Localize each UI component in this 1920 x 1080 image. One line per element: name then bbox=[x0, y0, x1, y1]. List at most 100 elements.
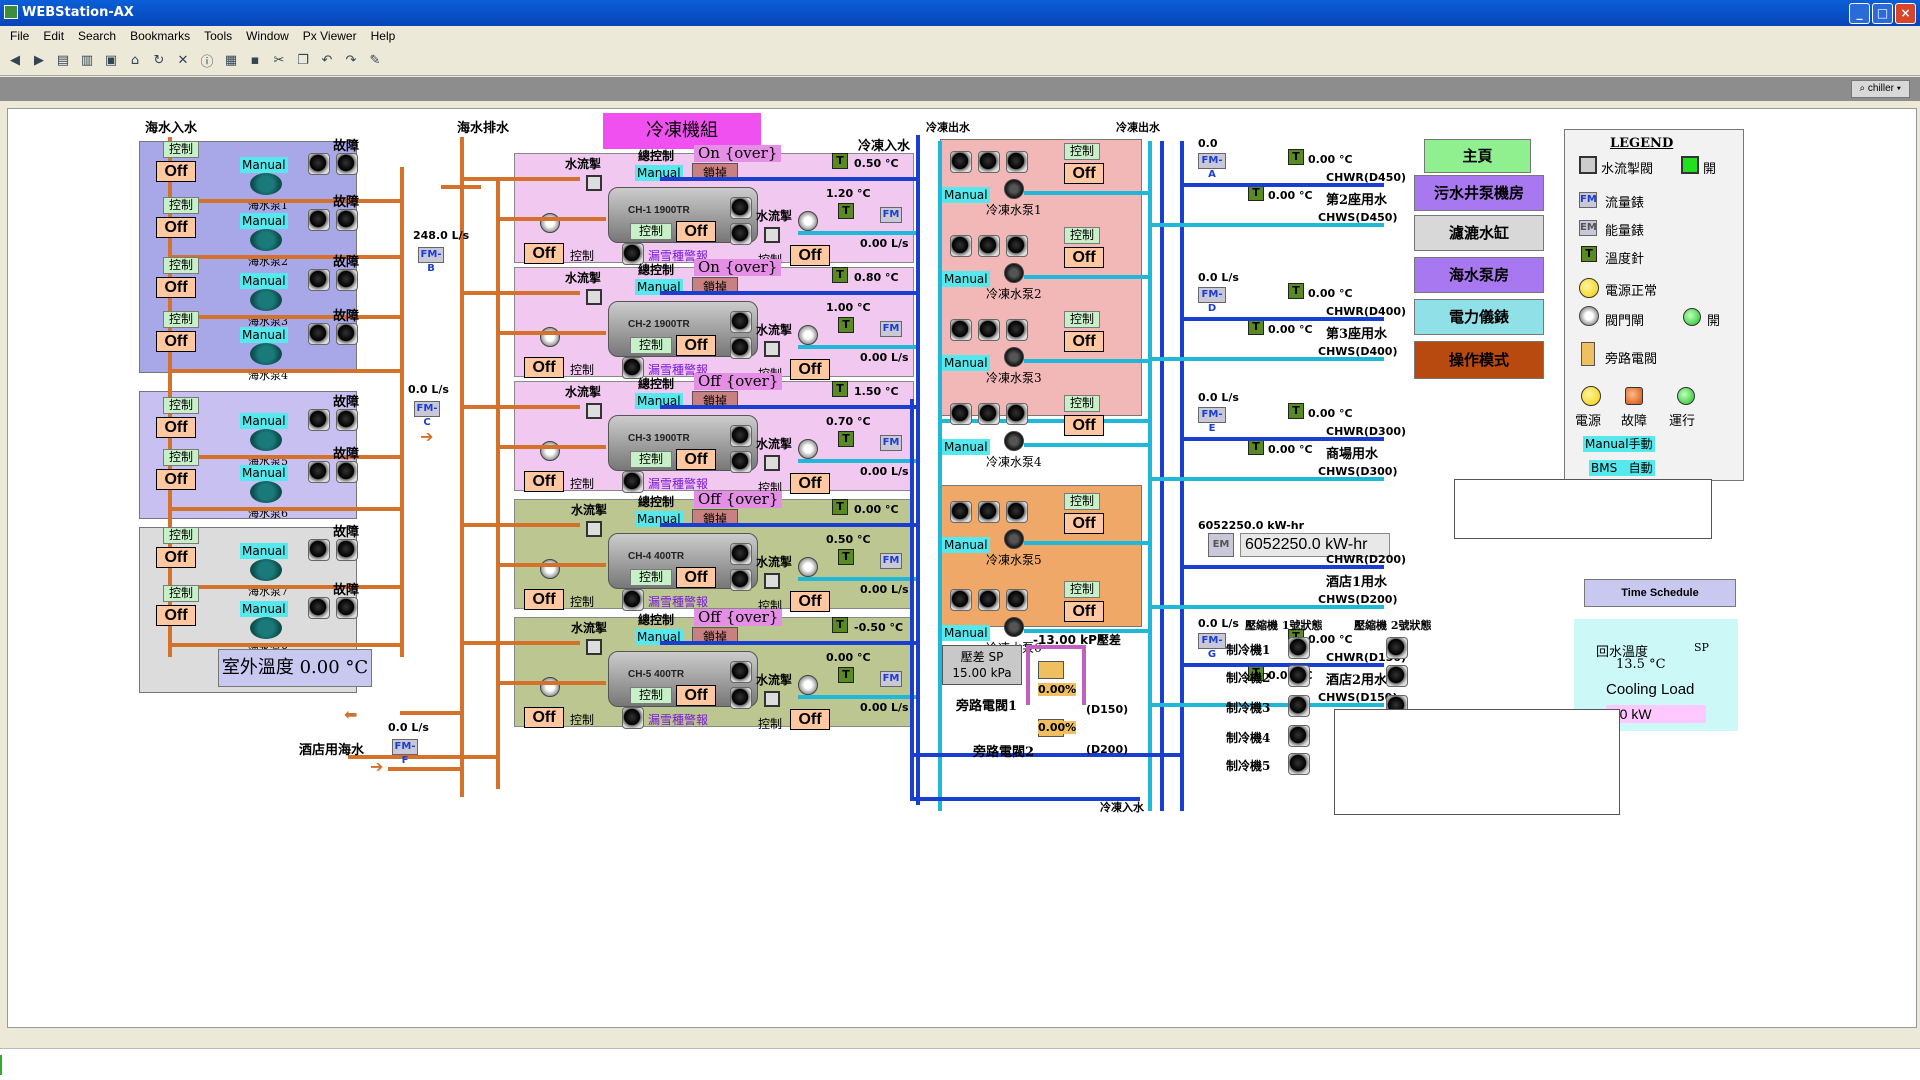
menu-file[interactable]: File bbox=[10, 29, 30, 43]
chw-pump-knob[interactable] bbox=[950, 319, 972, 341]
chiller-leak-knob[interactable] bbox=[622, 357, 644, 379]
sidebar-icon[interactable]: ▥ bbox=[80, 53, 94, 68]
chiller-flowmeter-icon[interactable]: FM bbox=[880, 553, 902, 569]
chiller-knob-2[interactable] bbox=[730, 337, 752, 359]
chw-pump-icon[interactable] bbox=[1004, 431, 1024, 451]
flowswitch-valve-icon[interactable] bbox=[586, 521, 602, 537]
menu-tools[interactable]: Tools bbox=[204, 29, 233, 43]
chiller-flowmeter-icon[interactable]: FM bbox=[880, 435, 902, 451]
edit-icon[interactable]: ✎ bbox=[369, 53, 381, 68]
compressor1-status-knob[interactable] bbox=[1288, 725, 1310, 747]
chw-pump-knob[interactable] bbox=[950, 151, 972, 173]
chw-pump-icon[interactable] bbox=[1004, 179, 1024, 199]
menu-window[interactable]: Window bbox=[246, 29, 289, 43]
home-icon[interactable]: ⌂ bbox=[130, 53, 140, 68]
evap-flowswitch-icon[interactable] bbox=[764, 227, 780, 243]
chiller-pump-button[interactable]: Off bbox=[524, 243, 564, 264]
chiller-flowmeter-icon[interactable]: FM bbox=[880, 321, 902, 337]
chw-pump-icon[interactable] bbox=[1004, 529, 1024, 549]
chiller-knob-1[interactable] bbox=[730, 311, 752, 333]
nav-seapump-button[interactable]: 海水泵房 bbox=[1414, 257, 1544, 293]
chw-pump-mode-button[interactable]: Off bbox=[1064, 163, 1104, 184]
flowswitch-valve-icon[interactable] bbox=[586, 289, 602, 305]
chiller-knob-1[interactable] bbox=[730, 197, 752, 219]
close-button[interactable]: × bbox=[1895, 3, 1916, 24]
chw-pump-knob[interactable] bbox=[978, 403, 1000, 425]
copy-icon[interactable]: ❐ bbox=[297, 53, 309, 68]
seawater-pump-run-knob[interactable] bbox=[336, 269, 358, 291]
seawater-pump-icon[interactable] bbox=[250, 289, 282, 311]
chiller-leak-knob[interactable] bbox=[622, 243, 644, 265]
compressor1-status-knob[interactable] bbox=[1288, 637, 1310, 659]
zone-flowmeter-icon[interactable]: FM-E bbox=[1198, 407, 1226, 434]
evap-flowswitch-icon[interactable] bbox=[764, 573, 780, 589]
nav-power-button[interactable]: 電力儀錶 bbox=[1414, 299, 1544, 335]
nav-sewage-button[interactable]: 污水井泵機房 bbox=[1414, 175, 1544, 211]
chw-pump-knob[interactable] bbox=[950, 589, 972, 611]
condenser-gauge-icon[interactable] bbox=[540, 441, 560, 461]
seawater-pump-fault-knob[interactable] bbox=[308, 209, 330, 231]
condenser-gauge-icon[interactable] bbox=[540, 327, 560, 347]
evap-gauge-icon[interactable] bbox=[798, 675, 818, 695]
chiller-interlock-button[interactable]: 鎖掉 bbox=[692, 277, 738, 295]
cut-icon[interactable]: ✂ bbox=[273, 53, 285, 68]
nav-home-button[interactable]: 主頁 bbox=[1424, 139, 1531, 173]
chiller-evap-pump-button[interactable]: Off bbox=[790, 591, 830, 612]
chiller-knob-1[interactable] bbox=[730, 543, 752, 565]
undo-icon[interactable]: ↶ bbox=[321, 53, 333, 68]
chw-pump-icon[interactable] bbox=[1004, 347, 1024, 367]
seawater-pump-fault-knob[interactable] bbox=[308, 269, 330, 291]
chiller-pump-button[interactable]: Off bbox=[524, 357, 564, 378]
chw-pump-knob[interactable] bbox=[978, 151, 1000, 173]
seawater-pump-icon[interactable] bbox=[250, 617, 282, 639]
chiller-pump-button[interactable]: Off bbox=[524, 707, 564, 728]
seawater-pump-mode-button[interactable]: Off bbox=[156, 161, 196, 182]
bypass1-actuator-icon[interactable] bbox=[1038, 661, 1064, 679]
evap-gauge-icon[interactable] bbox=[798, 557, 818, 577]
chiller-evap-pump-button[interactable]: Off bbox=[790, 245, 830, 266]
flowswitch-valve-icon[interactable] bbox=[586, 639, 602, 655]
seawater-pump-run-knob[interactable] bbox=[336, 209, 358, 231]
seawater-pump-run-knob[interactable] bbox=[336, 409, 358, 431]
stop-icon[interactable]: ✕ bbox=[177, 53, 189, 68]
chiller-evap-pump-button[interactable]: Off bbox=[790, 709, 830, 730]
seawater-pump-icon[interactable] bbox=[250, 481, 282, 503]
chiller-knob-2[interactable] bbox=[730, 687, 752, 709]
chiller-run-button[interactable]: Off bbox=[676, 335, 716, 356]
chiller-run-button[interactable]: Off bbox=[676, 449, 716, 470]
compressor2-status-knob[interactable] bbox=[1386, 665, 1408, 687]
chw-pump-knob[interactable] bbox=[1006, 235, 1028, 257]
compressor1-status-knob[interactable] bbox=[1288, 665, 1310, 687]
file-icon[interactable]: ▦ bbox=[224, 53, 238, 68]
chw-pump-mode-button[interactable]: Off bbox=[1064, 513, 1104, 534]
evap-gauge-icon[interactable] bbox=[798, 211, 818, 231]
chw-pump-knob[interactable] bbox=[978, 589, 1000, 611]
seawater-pump-mode-button[interactable]: Off bbox=[156, 331, 196, 352]
compressor2-status-knob[interactable] bbox=[1386, 637, 1408, 659]
chw-pump-knob[interactable] bbox=[978, 235, 1000, 257]
chiller-flowmeter-icon[interactable]: FM bbox=[880, 671, 902, 687]
chw-pump-mode-button[interactable]: Off bbox=[1064, 415, 1104, 436]
seawater-pump-run-knob[interactable] bbox=[336, 597, 358, 619]
chw-pump-knob[interactable] bbox=[1006, 501, 1028, 523]
seawater-pump-icon[interactable] bbox=[250, 343, 282, 365]
seawater-pump-run-knob[interactable] bbox=[336, 539, 358, 561]
seawater-pump-fault-knob[interactable] bbox=[308, 409, 330, 431]
seawater-pump-icon[interactable] bbox=[250, 559, 282, 581]
chiller-evap-pump-button[interactable]: Off bbox=[790, 359, 830, 380]
chiller-knob-2[interactable] bbox=[730, 569, 752, 591]
evap-gauge-icon[interactable] bbox=[798, 325, 818, 345]
zone-flowmeter-icon[interactable]: FM-D bbox=[1198, 287, 1226, 314]
chiller-pump-button[interactable]: Off bbox=[524, 589, 564, 610]
seawater-pump-mode-button[interactable]: Off bbox=[156, 417, 196, 438]
seawater-pump-run-knob[interactable] bbox=[336, 153, 358, 175]
forward-icon[interactable]: ▶ bbox=[34, 53, 44, 68]
nav-mode-button[interactable]: 操作模式 bbox=[1414, 341, 1544, 379]
chiller-leak-knob[interactable] bbox=[622, 471, 644, 493]
location-button[interactable]: ⌕ chiller ▾ bbox=[1850, 80, 1910, 98]
chw-pump-icon[interactable] bbox=[1004, 263, 1024, 283]
back-icon[interactable]: ◀ bbox=[10, 53, 20, 68]
chiller-pump-button[interactable]: Off bbox=[524, 471, 564, 492]
seawater-pump-fault-knob[interactable] bbox=[308, 539, 330, 561]
zone-flowmeter-icon[interactable]: FM-G bbox=[1198, 633, 1226, 660]
